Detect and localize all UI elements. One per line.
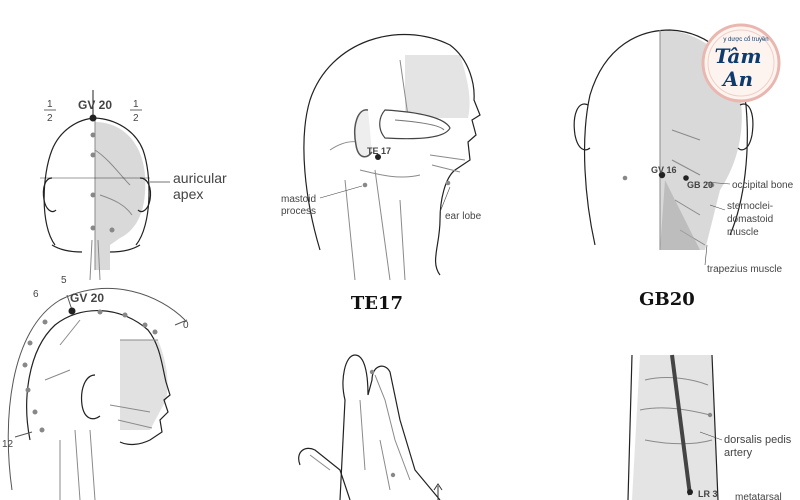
logo-small-text: y dược cổ truyền (723, 36, 768, 43)
gv20-side-label: GV 20 (70, 291, 104, 305)
logo-line-1: Tâm (714, 44, 761, 68)
dorsalis-label-1: dorsalis pedis (724, 434, 792, 446)
gv20-point (89, 114, 97, 122)
head-side-outline (26, 309, 171, 446)
auricular-label-2: apex (173, 186, 203, 202)
gv16-point (658, 171, 666, 179)
scale-5: 5 (61, 275, 67, 286)
mastoid-label-2: process (281, 206, 316, 217)
panel-hand (298, 354, 443, 500)
scale-12: 12 (2, 439, 14, 450)
fraction-right-den: 2 (133, 113, 139, 124)
lr3-label: LR 3 (698, 489, 718, 499)
te17-point (375, 154, 381, 160)
fraction-left-den: 2 (47, 113, 53, 124)
panel-te17: TE 17 mastoid process ear lobe TE17 (281, 33, 482, 314)
scale-0: 0 (183, 320, 189, 331)
te17-point-label: TE 17 (367, 146, 391, 156)
gv16-label: GV 16 (651, 165, 677, 175)
dorsalis-label-2: artery (724, 447, 753, 459)
te17-head-outline (303, 33, 481, 276)
mastoid-label-1: mastoid (281, 194, 316, 205)
te17-caption: TE17 (351, 293, 403, 314)
tam-an-logo: y dược cổ truyền Tâm An (701, 23, 781, 103)
metatarsal-label: metatarsal (735, 492, 782, 500)
auricular-label-1: auricular (173, 170, 227, 186)
scm-label-2: domastoid (727, 214, 773, 225)
gv20-side-point (68, 307, 76, 315)
scale-6: 6 (33, 289, 39, 300)
fraction-left-num: 1 (47, 99, 53, 110)
panel-head-top: GV 20 1 2 1 2 auricular apex (40, 90, 227, 281)
gv20-label: GV 20 (78, 98, 112, 112)
ear-lobe-label: ear lobe (445, 211, 482, 222)
gb20-caption: GB20 (639, 289, 695, 310)
fraction-right-num: 1 (133, 99, 139, 110)
panel-head-side: GV 20 5 6 0 12 (2, 275, 189, 500)
scm-label-3: muscle (727, 227, 759, 238)
trapezius-label: trapezius muscle (707, 264, 782, 275)
scm-label-1: sternoclei- (727, 201, 773, 212)
occipital-label: occipital bone (732, 180, 794, 191)
gb20-point (683, 175, 689, 181)
gb20-label: GB 20 (687, 180, 713, 190)
lr3-point (687, 489, 693, 495)
panel-foot: dorsalis pedis artery LR 3 metatarsal (627, 354, 792, 500)
logo-line-2: An (721, 67, 753, 91)
